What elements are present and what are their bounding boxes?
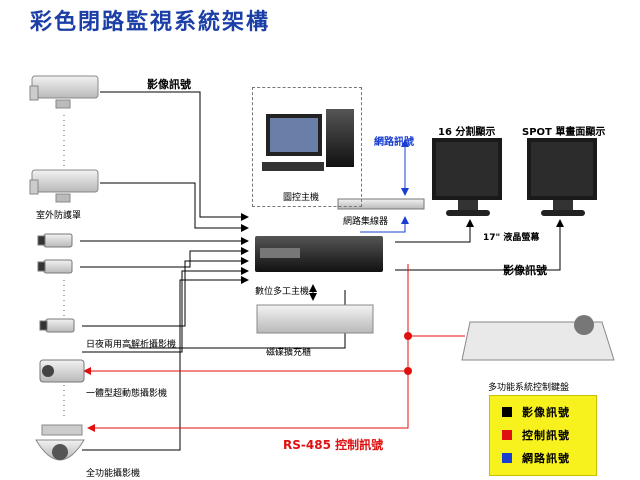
monitor-16-label: 16 分割顯示	[438, 127, 496, 138]
control-host-label: 圖控主機	[283, 193, 320, 203]
legend-label: 影像訊號	[522, 406, 570, 419]
video-lines	[80, 91, 564, 451]
legend-item: 影像訊號	[502, 404, 570, 420]
legend: 影像訊號 控制訊號 網路訊號	[489, 395, 597, 476]
legend-label: 網路訊號	[522, 452, 570, 465]
legend-label: 控制訊號	[522, 429, 570, 442]
disk-array-label: 磁碟擴充櫃	[266, 348, 312, 358]
legend-swatch	[502, 453, 512, 463]
daynight-camera-label: 日夜兩用高解析攝影機	[86, 340, 177, 350]
dvr-label: 數位多工主機	[255, 287, 310, 297]
keyboard-label: 多功能系統控制鍵盤	[488, 383, 570, 393]
legend-item: 網路訊號	[502, 450, 570, 466]
ptz-camera-label: 全功能攝影機	[86, 469, 141, 479]
hub-label: 網路集線器	[343, 217, 389, 227]
network-signal-label: 網路訊號	[374, 137, 414, 148]
legend-swatch	[502, 407, 512, 417]
monitor-spot-label: SPOT 單畫面顯示	[522, 127, 606, 138]
outdoor-camera-icon	[29, 169, 99, 203]
outdoor-camera-icon	[29, 75, 99, 109]
legend-swatch	[502, 430, 512, 440]
legend-item: 控制訊號	[502, 427, 570, 443]
zoom-camera-label: 一體型超動態攝影機	[86, 389, 168, 399]
outdoor-housing-label: 室外防護罩	[36, 211, 82, 221]
video-signal-right-label: 影像訊號	[503, 264, 547, 277]
video-signal-label: 影像訊號	[147, 78, 191, 91]
control-host-frame	[252, 87, 362, 207]
lcd-label: 17" 液晶螢幕	[483, 233, 540, 243]
rs485-label: RS-485 控制訊號	[283, 438, 384, 452]
diagram-title: 彩色閉路監視系統架構	[30, 9, 271, 35]
